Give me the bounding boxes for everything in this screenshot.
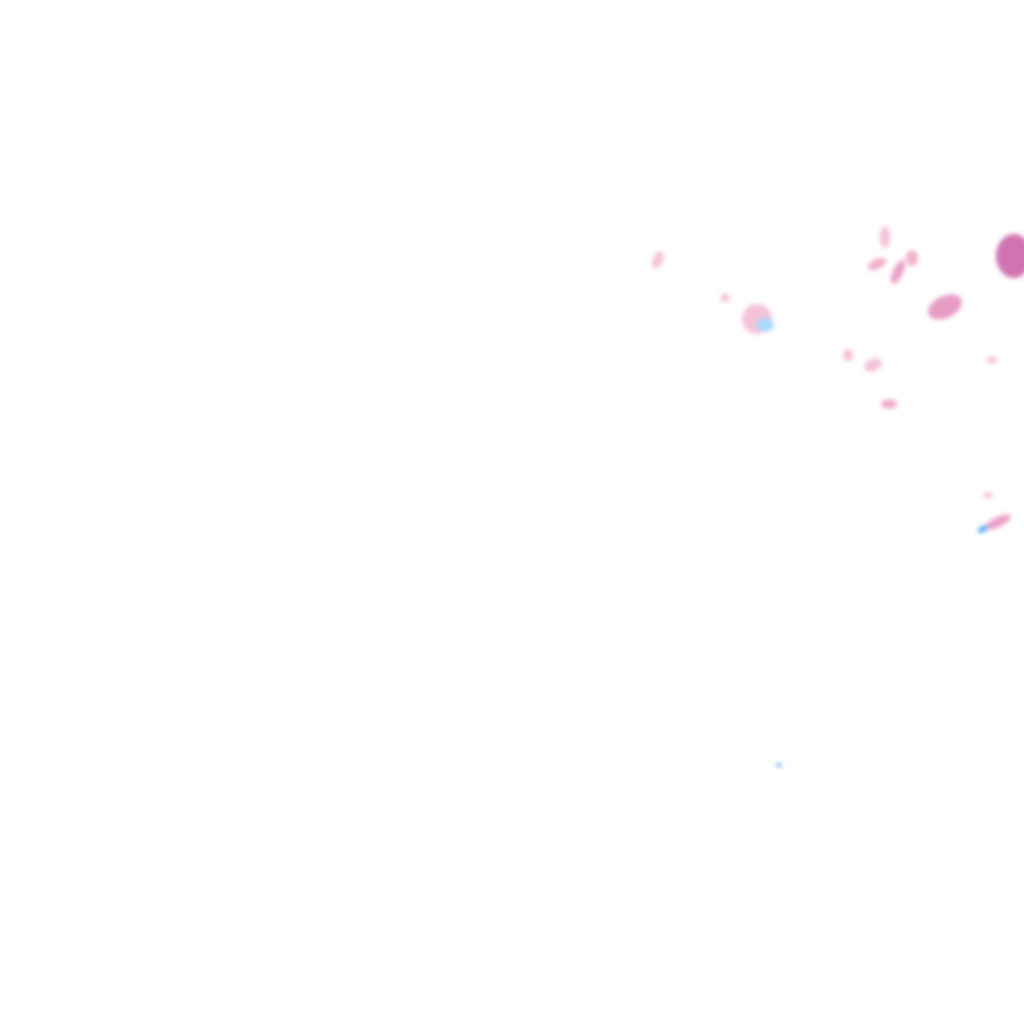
precip-cell xyxy=(652,251,664,269)
precip-cell xyxy=(890,260,906,284)
precip-cell xyxy=(867,257,887,271)
precip-cell xyxy=(928,294,962,320)
precip-cell xyxy=(864,358,882,372)
precip-cell xyxy=(987,356,997,364)
precip-cell xyxy=(983,492,993,498)
precip-cell xyxy=(906,250,918,266)
precip-cell xyxy=(996,234,1024,278)
precip-cell xyxy=(985,514,1011,530)
precip-cell xyxy=(720,294,730,302)
precip-cell xyxy=(880,226,890,248)
precip-cell xyxy=(843,349,853,361)
precip-cell xyxy=(977,525,989,533)
precip-cell xyxy=(776,763,782,767)
precip-cell xyxy=(881,399,897,409)
precip-cell xyxy=(756,318,774,332)
